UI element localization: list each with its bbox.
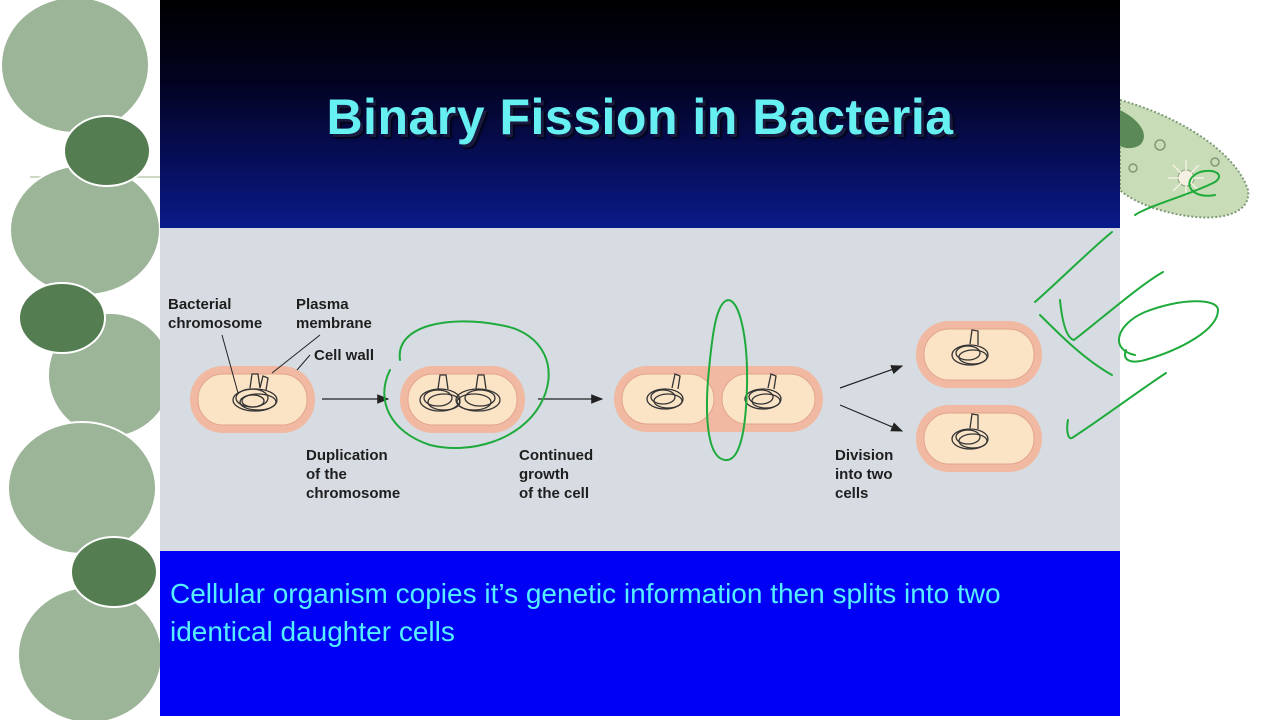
label-duplication: Duplication of the chromosome	[306, 447, 401, 502]
decor-circle	[17, 586, 163, 720]
label-division: Division into two cells	[835, 447, 894, 502]
title-band: Binary Fission in Bacteria	[160, 0, 1120, 228]
caption-band: Cellular organism copies it’s genetic in…	[160, 551, 1120, 716]
chromosome-coil	[951, 413, 989, 450]
slide: Binary Fission in Bacteria	[160, 0, 1120, 716]
daughter-cell-top	[916, 321, 1042, 388]
chromosome-coil	[951, 329, 989, 366]
decor-circle-dark	[70, 536, 158, 608]
cell-duplicated-chromosome	[400, 366, 525, 433]
binary-fission-diagram: Bacterial chromosome Plasma membrane Cel…	[160, 228, 1120, 551]
parent-cell	[190, 366, 315, 433]
decor-circle-dark	[63, 115, 151, 187]
decor-circle-dark	[18, 282, 106, 354]
label-plasma-membrane: Plasma membrane	[296, 296, 372, 332]
paramecium-illustration	[1119, 98, 1250, 219]
chromosome-coil	[646, 373, 782, 410]
decor-circle	[9, 164, 161, 296]
elongated-cell	[614, 366, 823, 432]
daughter-cell-bottom	[916, 405, 1042, 472]
label-continued-growth: Continued growth of the cell	[519, 447, 594, 502]
label-cell-wall: Cell wall	[314, 347, 375, 364]
arrow-3b	[839, 404, 904, 432]
arrow-3a	[839, 365, 904, 389]
slide-title: Binary Fission in Bacteria	[326, 89, 954, 145]
chromosome-coil	[232, 373, 278, 412]
decor-circle	[7, 421, 157, 555]
label-leader-lines	[221, 334, 321, 394]
label-bacterial-chromosome: Bacterial chromosome	[168, 296, 263, 332]
decor-circle	[0, 0, 150, 134]
slide-caption: Cellular organism copies it’s genetic in…	[170, 578, 1001, 647]
diagram-canvas	[190, 321, 1042, 472]
